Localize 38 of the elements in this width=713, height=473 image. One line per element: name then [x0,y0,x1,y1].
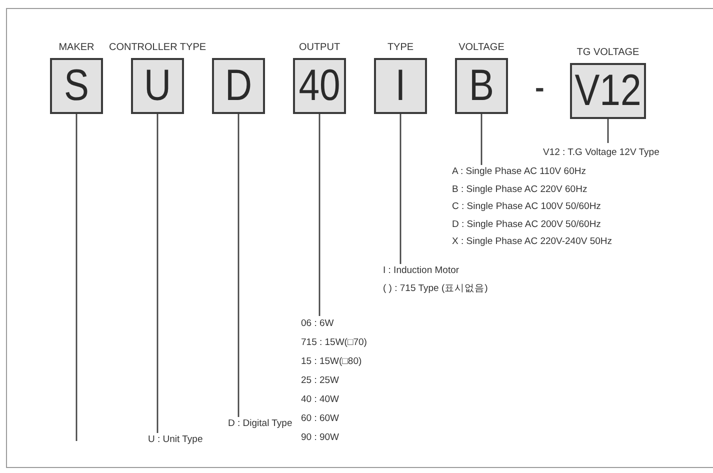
option-text: A : Single Phase AC 110V 60Hz [452,166,586,177]
code-letter: I [394,60,407,112]
option-text: I : Induction Motor [383,265,460,276]
leader-line [400,114,402,264]
code-letter: 40 [298,60,340,112]
code-letter: S [63,60,90,112]
leader-line [318,114,320,316]
leader-line [607,119,609,143]
code-letter: B [468,60,495,112]
option-text: X : Single Phase AC 220V-240V 50Hz [452,236,612,247]
field-heading: CONTROLLER TYPE [108,41,208,55]
option-text: 90 : 90W [301,432,340,443]
option-text: V12 : T.G Voltage 12V Type [543,147,660,158]
leader-line [238,114,240,417]
field-heading: VOLTAGE [458,41,506,55]
code-letter: U [143,60,172,112]
option-text: 715 : 15W(□70) [301,337,367,348]
option-text: U : Unit Type [148,434,203,445]
option-text: 60 : 60W [301,413,340,424]
field-heading: TYPE [386,41,415,55]
leader-line [76,114,78,441]
separator-dash: - [535,74,544,102]
option-text: D : Digital Type [228,418,292,429]
code-letter: D [224,60,253,112]
option-text: 06 : 6W [301,318,334,329]
option-text: ( ) : 715 Type (표시없음) [383,282,488,294]
field-heading: TG VOLTAGE [576,46,640,60]
code-box [212,58,265,114]
leader-line [156,114,158,433]
option-text: 25 : 25W [301,375,340,386]
option-text: 15 : 15W(□80) [301,356,362,367]
option-text: C : Single Phase AC 100V 50/60Hz [452,201,601,212]
option-text: B : Single Phase AC 220V 60Hz [452,184,588,194]
code-letter: V12 [577,65,639,117]
field-heading: OUTPUT [298,41,342,55]
leader-line [480,114,482,165]
option-text: D : Single Phase AC 200V 50/60Hz [452,218,601,230]
option-text: 40 : 40W [301,394,340,405]
